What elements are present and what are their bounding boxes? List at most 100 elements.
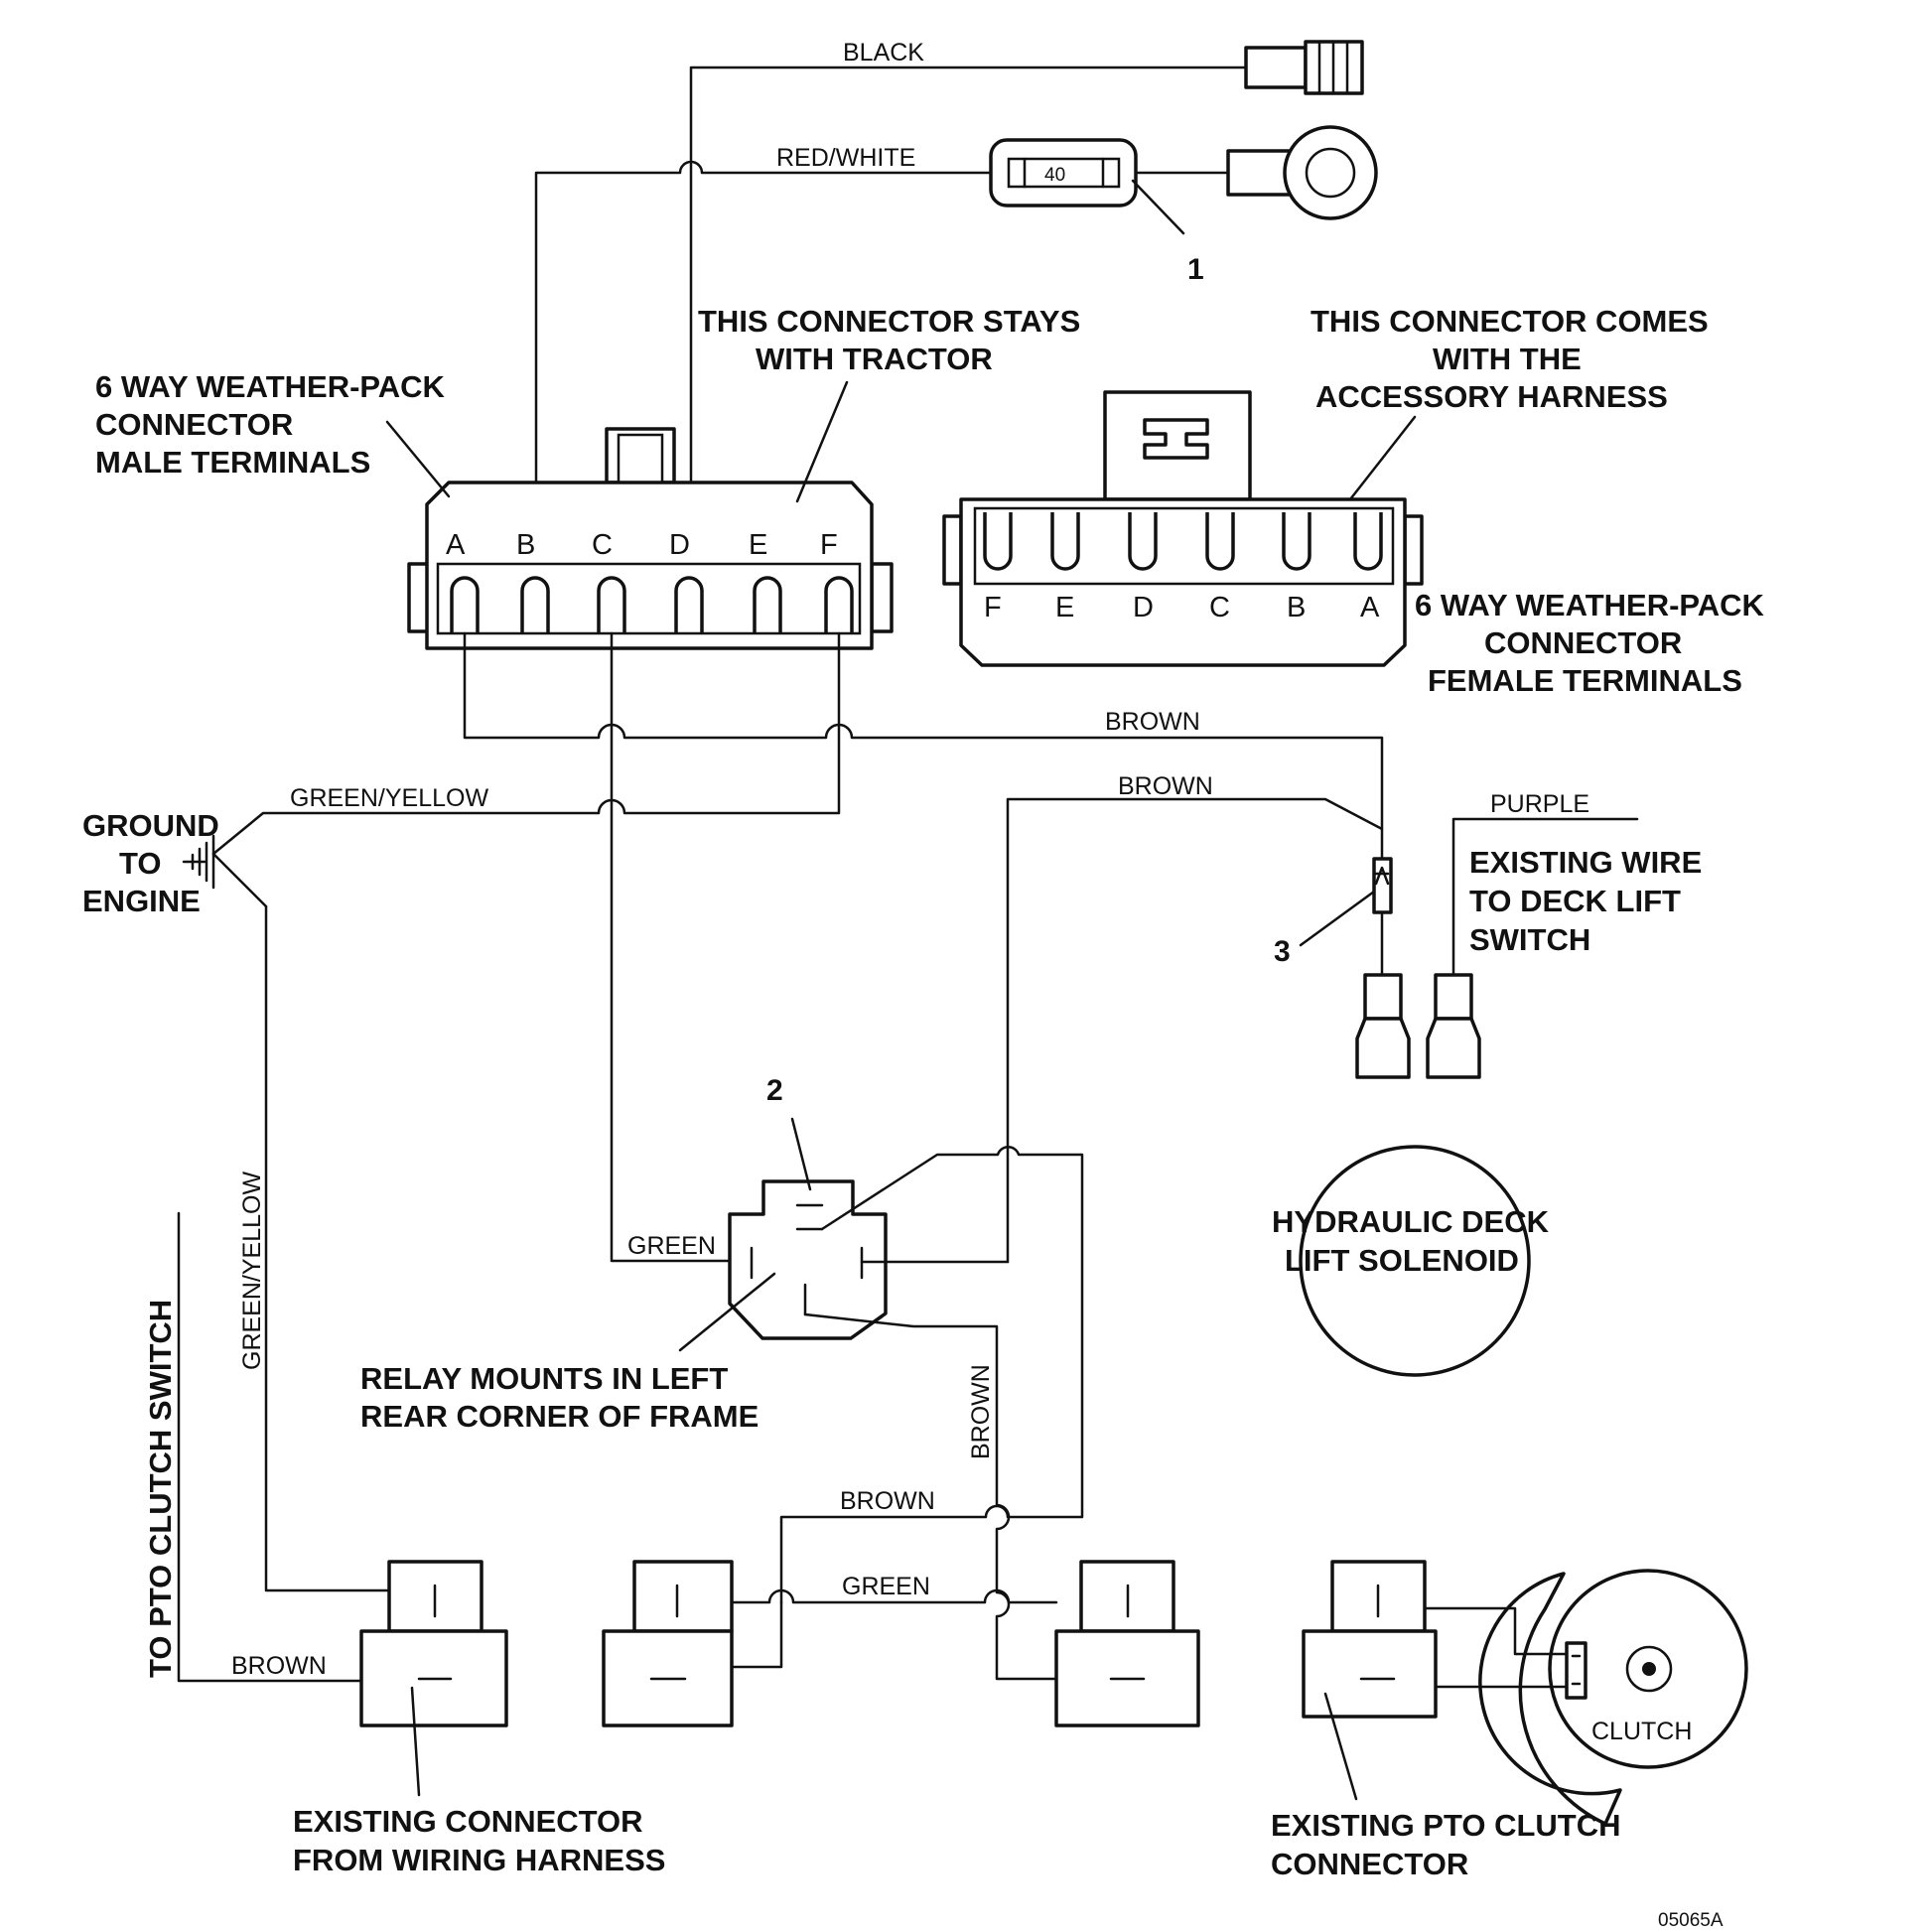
relay-callout: 2 [766, 1074, 812, 1191]
female-pin-d: D [1133, 592, 1154, 623]
brown-pto-label: BROWN [231, 1652, 327, 1680]
male-pin-f: F [820, 529, 838, 561]
female-connector-note: THIS CONNECTOR COMES WITH THE ACCESSORY … [1311, 304, 1709, 501]
deck-lift-label: EXISTING WIRE TO DECK LIFT SWITCH [1469, 845, 1702, 957]
hydraulic-solenoid: HYDRAULIC DECK LIFT SOLENOID [1272, 1145, 1550, 1377]
diode-spade-terminal [1355, 973, 1411, 1079]
existing-connector-note: EXISTING CONNECTOR FROM WIRING HARNESS [293, 1686, 665, 1877]
female-pin-b: B [1287, 592, 1306, 623]
existing-harness-connector [359, 1560, 508, 1727]
svg-text:TO DECK LIFT: TO DECK LIFT [1469, 884, 1681, 918]
male-pin-e: E [749, 529, 767, 561]
svg-text:THIS CONNECTOR COMES: THIS CONNECTOR COMES [1311, 304, 1709, 339]
green-yellow-vertical-wire: GREEN/YELLOW [238, 904, 391, 1592]
green-relay-label: GREEN [627, 1232, 716, 1260]
green-bottom-return [730, 1600, 783, 1669]
ground-label: GROUND TO ENGINE [82, 808, 219, 918]
svg-text:TO: TO [119, 846, 162, 881]
male-connector: A B C D E F [407, 427, 894, 650]
male-pin-b: B [516, 529, 535, 561]
male-connector-pin-letters: A B C D E F [446, 529, 838, 561]
svg-text:WITH THE: WITH THE [1433, 342, 1582, 376]
pto-clutch-wires [1423, 1606, 1569, 1689]
green-bottom-label: GREEN [842, 1573, 930, 1600]
male-connector-pins [450, 576, 854, 633]
female-connector-pin-letters: F E D C B A [984, 592, 1380, 623]
pto-clutch: CLUTCH [1478, 1569, 1748, 1826]
relay-coil-wire: BROWN [779, 1146, 1084, 1604]
female-pin-a: A [1360, 592, 1380, 623]
pto-switch-wire: BROWN TO PTO CLUTCH SWITCH [143, 1211, 363, 1683]
figure-id: 05065A [1658, 1910, 1724, 1931]
black-wire: BLACK [689, 39, 1248, 533]
red-white-wire: RED/WHITE [534, 144, 1230, 592]
svg-text:WITH TRACTOR: WITH TRACTOR [756, 342, 993, 376]
female-connector-pins [983, 512, 1383, 571]
green-yellow-ground-wire: GREEN/YELLOW [211, 631, 841, 856]
brown-wire-pin-a: BROWN [463, 631, 1384, 861]
svg-text:FEMALE TERMINALS: FEMALE TERMINALS [1428, 663, 1742, 698]
fuse-rating: 40 [1044, 165, 1065, 186]
brown-wire-relay-to-diode: BROWN [1006, 772, 1384, 1264]
male-pin-c: C [592, 529, 613, 561]
svg-text:RELAY MOUNTS IN LEFT: RELAY MOUNTS IN LEFT [360, 1361, 728, 1396]
fuse-callout: 1 [1131, 179, 1204, 286]
svg-text:REAR CORNER OF FRAME: REAR CORNER OF FRAME [360, 1399, 759, 1434]
male-connector-note: THIS CONNECTOR STAYS WITH TRACTOR [698, 304, 1080, 503]
svg-text:THIS CONNECTOR STAYS: THIS CONNECTOR STAYS [698, 304, 1080, 339]
diode-callout-number: 3 [1274, 935, 1291, 968]
pto-clutch-connector [1302, 1560, 1438, 1719]
green-wire-pin-c: GREEN [610, 631, 754, 1263]
relay-callout-number: 2 [766, 1074, 783, 1107]
svg-text:CONNECTOR: CONNECTOR [1271, 1847, 1468, 1881]
svg-text:CONNECTOR: CONNECTOR [95, 407, 293, 442]
svg-text:ACCESSORY HARNESS: ACCESSORY HARNESS [1315, 379, 1668, 414]
female-pin-c: C [1209, 592, 1230, 623]
pto-switch-label: TO PTO CLUTCH SWITCH [143, 1300, 178, 1678]
purple-spade-terminal [1426, 973, 1481, 1079]
brown-vertical-label: BROWN [967, 1364, 995, 1459]
svg-text:MALE TERMINALS: MALE TERMINALS [95, 445, 370, 480]
svg-text:6 WAY WEATHER-PACK: 6 WAY WEATHER-PACK [1415, 588, 1765, 622]
pto-connector-note: EXISTING PTO CLUTCH CONNECTOR [1271, 1692, 1621, 1881]
fuse-callout-number: 1 [1187, 253, 1204, 286]
svg-text:SWITCH: SWITCH [1469, 922, 1590, 957]
fuse-40a: 40 [989, 138, 1138, 207]
male-pin-a: A [446, 529, 466, 561]
svg-text:EXISTING CONNECTOR: EXISTING CONNECTOR [293, 1804, 643, 1839]
relay-note: RELAY MOUNTS IN LEFT REAR CORNER OF FRAM… [360, 1272, 776, 1434]
male-connector-label: 6 WAY WEATHER-PACK CONNECTOR MALE TERMIN… [95, 369, 451, 498]
solenoid-label-line-1: HYDRAULIC DECK [1272, 1204, 1550, 1239]
svg-text:6 WAY WEATHER-PACK: 6 WAY WEATHER-PACK [95, 369, 446, 404]
svg-text:GROUND: GROUND [82, 808, 219, 843]
relay-plug-left [602, 1560, 734, 1727]
diode-callout: 3 [1274, 890, 1376, 968]
red-white-wire-label: RED/WHITE [776, 144, 915, 172]
svg-text:EXISTING WIRE: EXISTING WIRE [1469, 845, 1702, 880]
solenoid-label-line-2: LIFT SOLENOID [1285, 1243, 1519, 1278]
svg-text:EXISTING PTO CLUTCH: EXISTING PTO CLUTCH [1271, 1808, 1621, 1843]
ring-terminal [1226, 125, 1378, 220]
black-wire-terminal [1244, 40, 1364, 95]
green-bottom-wire: GREEN [730, 1573, 1058, 1604]
female-connector-label: 6 WAY WEATHER-PACK CONNECTOR FEMALE TERM… [1415, 588, 1765, 698]
svg-text:FROM WIRING HARNESS: FROM WIRING HARNESS [293, 1843, 665, 1877]
purple-wire-label: PURPLE [1490, 790, 1589, 818]
black-wire-label: BLACK [843, 39, 924, 67]
brown-bottom-label: BROWN [840, 1487, 935, 1515]
female-pin-e: E [1055, 592, 1074, 623]
svg-text:CONNECTOR: CONNECTOR [1484, 625, 1682, 660]
male-pin-d: D [669, 529, 690, 561]
female-pin-f: F [984, 592, 1002, 623]
clutch-label: CLUTCH [1591, 1718, 1692, 1745]
green-yellow-vertical-label: GREEN/YELLOW [238, 1172, 266, 1370]
brown-vertical-wire: BROWN [803, 1312, 1058, 1681]
brown-wire-top-label: BROWN [1105, 708, 1200, 736]
female-connector: F E D C B A [942, 390, 1424, 667]
ground-symbol [182, 834, 268, 908]
purple-wire: PURPLE [1451, 790, 1639, 980]
relay-plug-right [1054, 1560, 1200, 1727]
green-yellow-top-label: GREEN/YELLOW [290, 784, 488, 812]
brown-wire-mid-label: BROWN [1118, 772, 1213, 800]
